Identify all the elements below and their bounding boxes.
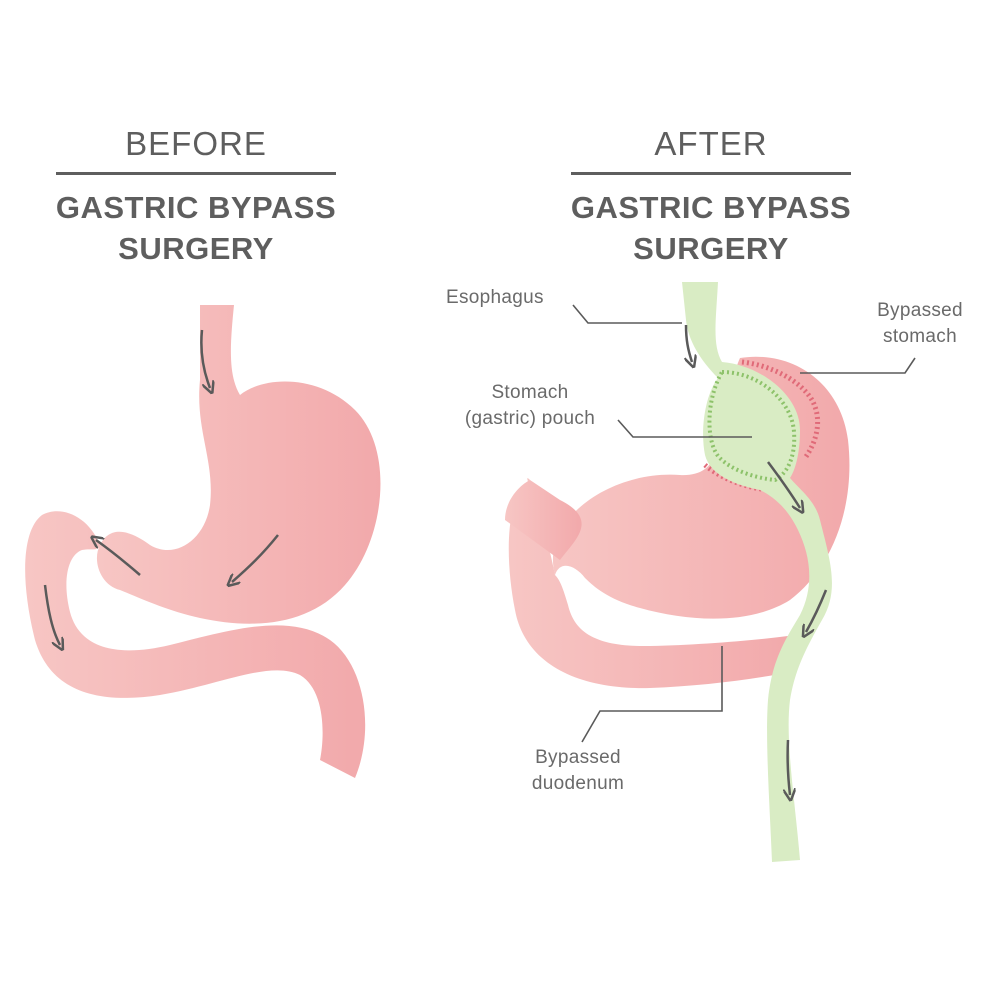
after-arrow-3 — [806, 589, 828, 632]
leader-esophagus — [572, 304, 682, 324]
before-stomach-body — [96, 305, 381, 624]
before-heading: BEFORE GASTRIC BYPASS SURGERY — [40, 124, 352, 269]
leader-pouch — [617, 419, 752, 438]
after-stomach — [505, 282, 850, 862]
label-gastric-pouch: Stomach (gastric) pouch — [440, 380, 620, 432]
before-arrow-2 — [232, 534, 279, 582]
after-arrow-4 — [788, 739, 790, 795]
suture-stomach-bottom — [703, 463, 771, 493]
before-arrow-1 — [200, 329, 210, 388]
after-duodenum-upper — [505, 480, 582, 560]
label-bypassed-stomach-line1: Bypassed — [877, 300, 963, 321]
before-label: BEFORE — [125, 125, 267, 162]
before-divider — [56, 172, 336, 175]
label-gastric-pouch-line2: (gastric) pouch — [464, 408, 596, 429]
label-bypassed-duodenum-line1: Bypassed — [535, 747, 621, 768]
after-divider — [571, 172, 851, 175]
after-arrow-2 — [766, 461, 800, 508]
suture-pouch — [707, 369, 797, 483]
label-esophagus: Esophagus — [446, 285, 544, 311]
leader-bypassed-stomach — [800, 357, 916, 374]
leader-lines — [572, 304, 916, 743]
before-title-line2: SURGERY — [118, 231, 274, 266]
after-title-line2: SURGERY — [633, 231, 789, 266]
after-heading: AFTER GASTRIC BYPASS SURGERY — [555, 124, 867, 269]
after-arrow-1 — [686, 324, 692, 362]
before-arrow-4 — [43, 584, 60, 645]
label-gastric-pouch-line1: Stomach — [491, 382, 569, 403]
leader-duodenum — [581, 646, 723, 743]
label-esophagus-text: Esophagus — [446, 287, 544, 308]
after-bypassed-duodenum — [508, 478, 795, 689]
before-duodenum — [25, 511, 366, 778]
label-bypassed-stomach: Bypassed stomach — [855, 298, 985, 350]
label-bypassed-duodenum: Bypassed duodenum — [508, 745, 648, 797]
before-stomach — [25, 305, 381, 778]
before-arrow-3 — [96, 540, 141, 576]
before-title-line1: GASTRIC BYPASS — [55, 190, 337, 225]
label-bypassed-duodenum-line2: duodenum — [531, 773, 625, 794]
label-bypassed-stomach-line2: stomach — [883, 326, 957, 347]
after-label: AFTER — [654, 125, 768, 162]
after-title-line1: GASTRIC BYPASS — [570, 190, 852, 225]
after-pouch-limb — [682, 282, 832, 862]
